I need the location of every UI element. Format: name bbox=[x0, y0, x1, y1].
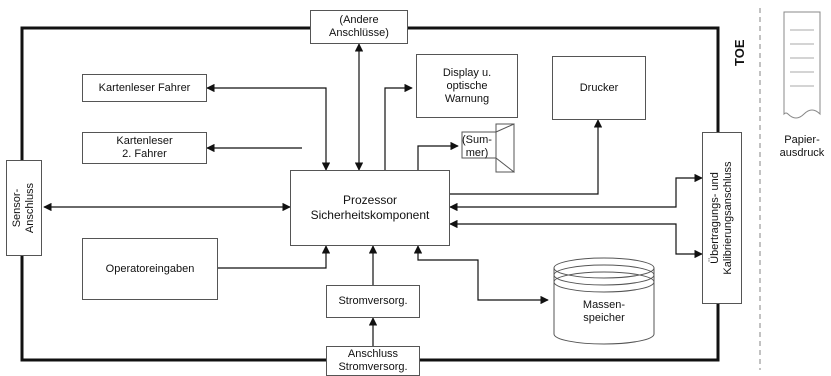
label-massenspeicher: Massen- speicher bbox=[582, 299, 626, 324]
arrow-operator-prozessor bbox=[218, 245, 331, 269]
paper-lines bbox=[790, 29, 814, 87]
label-sensor-anschluss: Sensor- Anschluss bbox=[11, 182, 36, 234]
box-andere-anschluesse: (Andere Anschlüsse) bbox=[310, 10, 408, 44]
box-stromversorg: Stromversorg. bbox=[326, 285, 420, 318]
box-prozessor: Prozessor Sicherheitskomponent bbox=[290, 170, 450, 246]
box-operatoreingaben: Operatoreingaben bbox=[82, 238, 218, 300]
box-anschluss-stromversorg: Anschluss Stromversorg. bbox=[326, 346, 420, 376]
massenspeicher-cylinder bbox=[553, 257, 655, 345]
paper-printout-icon bbox=[783, 11, 821, 119]
box-display: Display u. optische Warnung bbox=[416, 54, 518, 118]
label-uebertragung: Übertragungs- und Kalibrierungsanschluss bbox=[709, 161, 734, 275]
arrow-prozessor-summer bbox=[417, 141, 459, 170]
label-papierausdruck: Papier- ausdruck bbox=[779, 134, 825, 159]
arrow-prozessor-massenspeicher bbox=[413, 245, 549, 305]
arrow-kartenleser1-prozessor bbox=[206, 83, 331, 171]
arrow-prozessor-uebertragung-upper bbox=[449, 173, 703, 212]
arrow-prozessor-display bbox=[384, 83, 413, 170]
box-drucker: Drucker bbox=[552, 56, 646, 120]
box-sensor-anschluss bbox=[6, 160, 42, 256]
box-kartenleser-2-fahrer: Kartenleser 2. Fahrer bbox=[82, 132, 207, 164]
label-summer: (Sum- mer) bbox=[462, 134, 492, 159]
toe-label: TOE bbox=[732, 39, 747, 67]
arrow-prozessor-uebertragung-lower bbox=[449, 219, 703, 259]
box-uebertragung bbox=[702, 132, 742, 304]
box-kartenleser-fahrer: Kartenleser Fahrer bbox=[82, 74, 207, 102]
